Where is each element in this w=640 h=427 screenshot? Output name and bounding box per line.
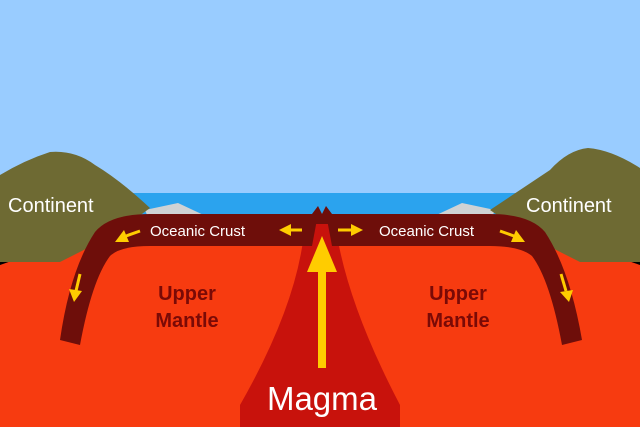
oceanic-crust-left-label: Oceanic Crust — [150, 223, 246, 240]
up-arrow-icon — [307, 236, 337, 368]
outward-arrow-icon — [69, 273, 82, 302]
oceanic-crust-right-label: Oceanic Crust — [379, 223, 475, 240]
outward-arrow-icon — [559, 273, 573, 302]
upper-mantle-left-label-line1: Upper — [158, 283, 216, 305]
continent-left-label: Continent — [8, 195, 94, 217]
outward-arrow-icon — [115, 229, 141, 242]
outward-arrow-icon — [279, 224, 302, 236]
oceanic-crust-left — [60, 214, 318, 345]
magma-label: Magma — [267, 380, 378, 417]
upper-mantle-right-label-line1: Upper — [429, 283, 487, 305]
sky — [0, 0, 640, 200]
upper-mantle-right-label-line2: Mantle — [426, 310, 489, 332]
oceanic-crust-right — [326, 214, 582, 345]
mid-ocean-ridge — [312, 206, 332, 224]
upper-mantle-left-label-line2: Mantle — [155, 310, 218, 332]
outward-arrow-icon — [499, 229, 525, 242]
outward-arrow-icon — [338, 224, 363, 236]
continent-right-label: Continent — [526, 195, 612, 217]
